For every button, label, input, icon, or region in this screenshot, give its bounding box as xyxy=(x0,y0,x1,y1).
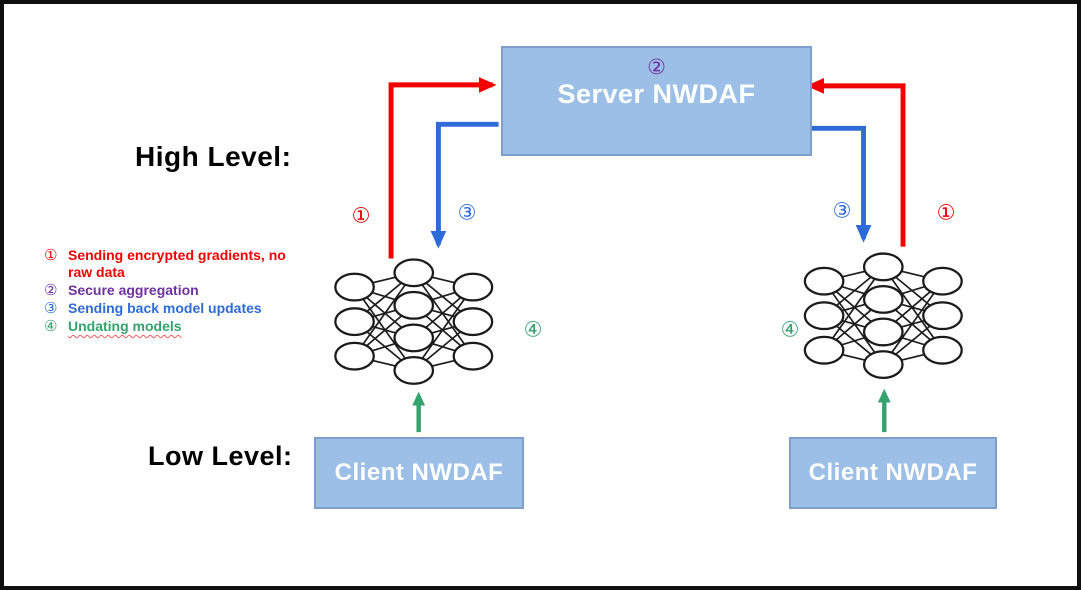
legend-item: ① Sending encrypted gradients, no raw da… xyxy=(44,247,324,281)
legend-step-number: ① xyxy=(44,246,58,264)
client-nwdaf-box-left: Client NWDAF xyxy=(314,437,524,509)
step-1-badge-right: ① xyxy=(936,200,956,225)
server-nwdaf-box: ② Server NWDAF xyxy=(501,46,812,156)
legend-step-number: ② xyxy=(44,281,58,299)
legend-step-text: Undating models xyxy=(68,318,182,334)
client-nwdaf-title-left: Client NWDAF xyxy=(334,459,504,486)
step-3-badge-left: ③ xyxy=(457,200,477,225)
legend-step-text: Secure aggregation xyxy=(68,282,199,298)
legend-item: ③ Sending back model updates xyxy=(44,300,324,317)
step-1-badge-left: ① xyxy=(351,203,371,228)
arrow-gradients-right xyxy=(806,77,906,247)
legend-step-text: Sending encrypted gradients, no raw data xyxy=(68,247,286,280)
low-level-label: Low Level: xyxy=(148,441,293,471)
step-4-badge-left: ④ xyxy=(523,317,543,342)
legend: ① Sending encrypted gradients, no raw da… xyxy=(44,247,324,335)
client-nwdaf-title-right: Client NWDAF xyxy=(808,459,978,486)
legend-item: ④ Undating models xyxy=(44,318,324,335)
legend-step-number: ③ xyxy=(44,299,58,317)
high-level-label: High Level: xyxy=(135,141,292,172)
arrow-gradients-left xyxy=(388,76,497,259)
legend-item: ② Secure aggregation xyxy=(44,282,324,299)
client-nwdaf-box-right: Client NWDAF xyxy=(789,437,997,509)
server-nwdaf-title: Server NWDAF xyxy=(557,79,756,109)
step-2-badge: ② xyxy=(647,55,666,79)
arrow-updates-left xyxy=(430,121,499,249)
legend-step-text: Sending back model updates xyxy=(68,300,262,316)
step-3-badge-right: ③ xyxy=(832,198,852,223)
neural-network-right xyxy=(803,252,963,379)
neural-network-left xyxy=(334,258,494,385)
step-4-badge-right: ④ xyxy=(780,317,800,342)
legend-step-number: ④ xyxy=(44,317,58,335)
